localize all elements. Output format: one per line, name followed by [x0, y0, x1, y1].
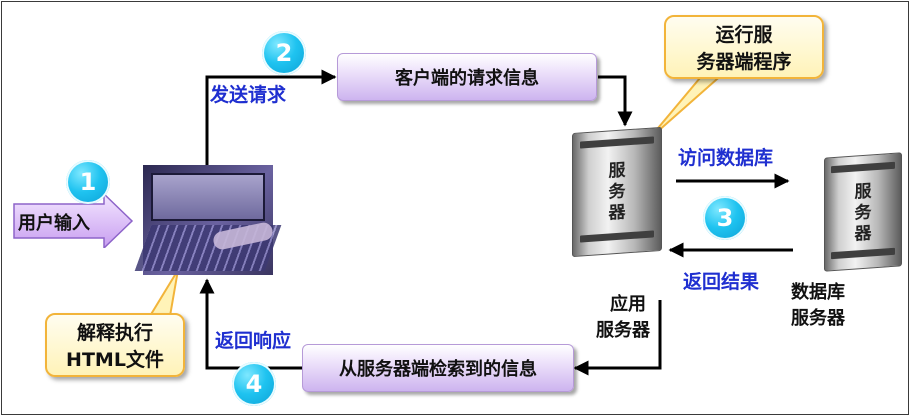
request-to-server-path [598, 77, 625, 125]
retrieved-info-box: 从服务器端检索到的信息 [302, 344, 574, 392]
callout-parse-line2: HTML文件 [47, 347, 183, 374]
return-result-label: 返回结果 [683, 267, 759, 294]
access-database-label: 访问数据库 [678, 143, 773, 170]
step-2-badge: 2 [262, 31, 306, 75]
app-server-caption-line1: 应用 [608, 292, 648, 318]
laptop-screen [151, 173, 265, 221]
app-server-tower-icon: 服 务 器 [572, 127, 662, 257]
db-server-tower-icon: 服 务 器 [824, 152, 902, 271]
retrieved-info-text: 从服务器端检索到的信息 [339, 355, 537, 381]
step-1-badge: 1 [66, 160, 110, 204]
app-server-caption-line2: 服务器 [596, 318, 650, 344]
db-server-caption-line1: 数据库 [791, 280, 845, 306]
app-server-slot [580, 230, 654, 242]
db-server-caption-line2: 服务器 [791, 306, 845, 332]
parse-html-callout: 解释执行 HTML文件 [45, 313, 185, 377]
return-response-label: 返回响应 [215, 326, 291, 353]
callout-pointer-client [150, 270, 178, 316]
send-request-label: 发送请求 [210, 80, 286, 107]
step-4-badge: 4 [232, 362, 276, 406]
user-input-label: 用户输入 [18, 209, 90, 235]
app-server-slot [580, 136, 654, 148]
client-request-info-text: 客户端的请求信息 [395, 64, 539, 90]
callout-server-line1: 运行服 [666, 22, 822, 49]
callout-server-line2: 务器端程序 [666, 49, 822, 76]
db-server-face-char: 器 [825, 221, 901, 247]
db-server-slot [831, 248, 895, 259]
callout-parse-line1: 解释执行 [47, 320, 183, 347]
client-laptop-icon [143, 165, 273, 275]
response-path [207, 280, 302, 368]
db-server-slot [831, 162, 895, 173]
client-request-info-box: 客户端的请求信息 [337, 53, 597, 101]
run-server-program-callout: 运行服 务器端程序 [664, 15, 824, 79]
step-3-badge: 3 [703, 196, 747, 240]
